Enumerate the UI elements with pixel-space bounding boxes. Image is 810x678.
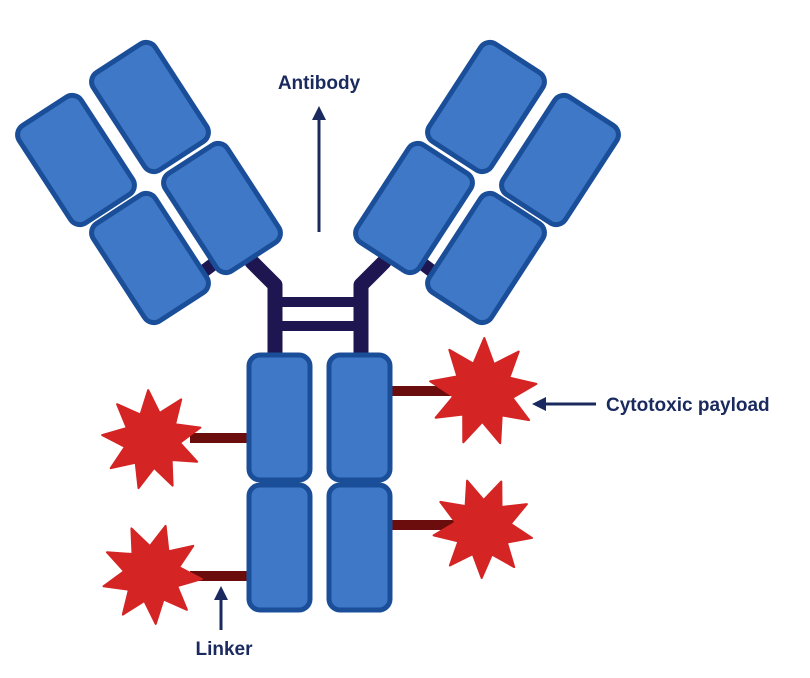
left-fc-upper-domain xyxy=(246,352,313,483)
payload-lower-left xyxy=(102,524,203,625)
annotation-arrows xyxy=(214,106,596,630)
antibody-arrow-head xyxy=(312,106,326,120)
payload-upper-left xyxy=(101,389,202,490)
right-fc-upper-domain xyxy=(326,352,393,483)
hinge-region xyxy=(189,254,447,368)
linker-upper-right xyxy=(392,386,454,396)
linker-arrow-head xyxy=(214,586,228,600)
left-light-chain-variable-domain xyxy=(15,92,137,228)
linker-upper-left xyxy=(190,433,252,443)
left-heavy-chain-variable-domain xyxy=(89,39,211,175)
left-heavy-chain-constant-domain xyxy=(161,140,283,276)
fc-region xyxy=(246,352,393,613)
payload-arrow-head xyxy=(532,397,546,411)
linker-lower-left xyxy=(190,571,252,581)
right-heavy-chain-constant-domain xyxy=(353,140,475,276)
cytotoxic-payload-label: Cytotoxic payload xyxy=(606,395,770,416)
left-fab-arm xyxy=(15,39,283,326)
right-light-chain-constant-domain xyxy=(425,190,547,326)
left-hinge xyxy=(244,254,283,368)
payload-upper-right xyxy=(429,337,538,445)
right-fab-arm xyxy=(353,39,621,326)
linker-lower-right xyxy=(392,520,454,530)
right-heavy-chain-variable-domain xyxy=(425,39,547,175)
left-light-chain-constant-domain xyxy=(89,190,211,326)
linker-label: Linker xyxy=(195,639,253,660)
right-hinge xyxy=(353,254,392,368)
payload-lower-right xyxy=(432,479,533,579)
right-light-chain-variable-domain xyxy=(499,92,621,228)
payloads xyxy=(101,337,538,625)
antibody-label: Antibody xyxy=(278,73,361,94)
linkers xyxy=(190,386,454,581)
right-fc-lower-domain xyxy=(326,482,393,613)
left-fc-lower-domain xyxy=(246,482,313,613)
